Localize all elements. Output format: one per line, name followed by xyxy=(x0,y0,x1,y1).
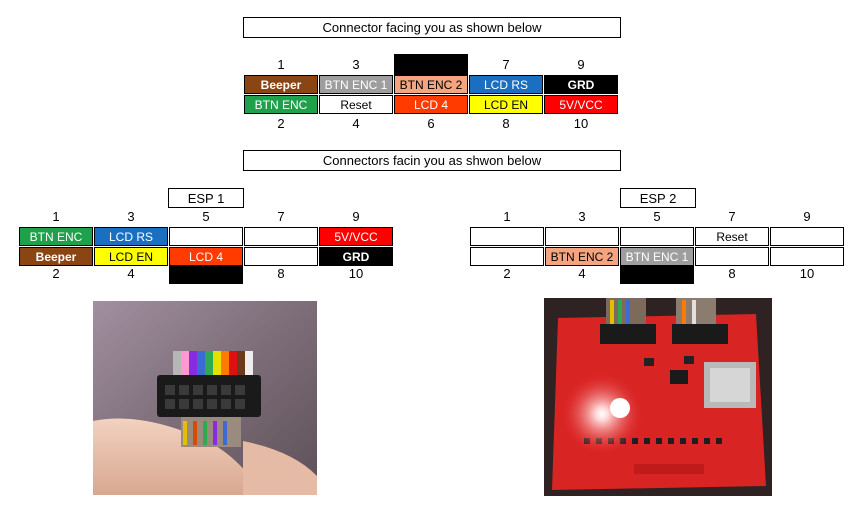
connector-housing xyxy=(157,375,261,417)
top-pin-cell: BTN ENC 2 xyxy=(394,75,468,94)
bottom-title: Connectors facin you as shwon below xyxy=(243,150,621,171)
esp1-pin-cell xyxy=(244,227,318,246)
top-pin-number-even: 6 xyxy=(427,116,435,131)
esp1-key-notch xyxy=(169,266,243,284)
top-pin-cell: Reset xyxy=(319,95,393,114)
esp1-pin-number-odd: 1 xyxy=(52,209,60,224)
esp1-pin-cell: LCD RS xyxy=(94,227,168,246)
top-title: Connector facing you as shown below xyxy=(243,17,621,38)
bottom-title-text: Connectors facin you as shwon below xyxy=(322,153,542,168)
exp1-header xyxy=(600,324,656,344)
esp1-pin-number-even: 10 xyxy=(348,266,364,281)
top-pin-cell: 5V/VCC xyxy=(544,95,618,114)
top-pin-number-even: 8 xyxy=(502,116,510,131)
top-pin-number-even: 4 xyxy=(352,116,360,131)
esp1-pin-cell xyxy=(244,247,318,266)
esp2-pin-number-even: 10 xyxy=(799,266,815,281)
esp2-pin-cell: Reset xyxy=(695,227,769,246)
top-pin-number-even: 2 xyxy=(277,116,285,131)
esp1-pin-cell: Beeper xyxy=(19,247,93,266)
esp2-pin-cell xyxy=(695,247,769,266)
esp1-pin-number-even: 2 xyxy=(52,266,60,281)
exp2-header xyxy=(672,324,728,344)
esp2-pin-cell xyxy=(620,227,694,246)
esp1-pin-number-even: 8 xyxy=(277,266,285,281)
esp2-label-box: ESP 2 xyxy=(620,188,696,208)
ribbon-wires xyxy=(173,351,253,381)
top-pin-number-odd: 7 xyxy=(502,57,510,72)
top-key-notch xyxy=(394,54,468,75)
ribbon-connector-illustration xyxy=(93,301,317,495)
esp1-label: ESP 1 xyxy=(187,190,225,206)
esp1-pin-cell: 5V/VCC xyxy=(319,227,393,246)
esp1-pin-cell: LCD EN xyxy=(94,247,168,266)
esp2-pin-number-odd: 7 xyxy=(728,209,736,224)
top-pin-number-odd: 9 xyxy=(577,57,585,72)
esp2-pin-cell xyxy=(470,227,544,246)
esp2-pin-cell xyxy=(470,247,544,266)
esp2-pin-number-even: 4 xyxy=(578,266,586,281)
esp2-pin-cell xyxy=(770,227,844,246)
esp2-pin-cell: BTN ENC 1 xyxy=(620,247,694,266)
top-pin-cell: LCD RS xyxy=(469,75,543,94)
esp1-pin-number-even: 4 xyxy=(127,266,135,281)
esp1-pin-number-odd: 3 xyxy=(127,209,135,224)
top-pin-cell: BTN ENC xyxy=(244,95,318,114)
controller-board-photo xyxy=(544,298,772,496)
top-pin-cell: GRD xyxy=(544,75,618,94)
top-pin-number-odd: 1 xyxy=(277,57,285,72)
top-pin-number-even: 10 xyxy=(573,116,589,131)
top-pin-cell: LCD 4 xyxy=(394,95,468,114)
esp1-pin-cell: GRD xyxy=(319,247,393,266)
esp1-pin-number-odd: 5 xyxy=(202,209,210,224)
esp2-pin-number-odd: 1 xyxy=(503,209,511,224)
top-pin-cell: Beeper xyxy=(244,75,318,94)
top-title-text: Connector facing you as shown below xyxy=(322,20,542,35)
top-pin-cell: LCD EN xyxy=(469,95,543,114)
esp1-pin-cell: LCD 4 xyxy=(169,247,243,266)
esp1-label-box: ESP 1 xyxy=(168,188,244,208)
esp2-pin-cell: BTN ENC 2 xyxy=(545,247,619,266)
esp2-key-notch xyxy=(620,266,694,284)
top-pin-cell: BTN ENC 1 xyxy=(319,75,393,94)
esp1-pin-cell xyxy=(169,227,243,246)
esp2-pin-cell xyxy=(545,227,619,246)
controller-board-illustration xyxy=(544,298,772,496)
esp1-pin-number-odd: 9 xyxy=(352,209,360,224)
esp2-pin-number-even: 2 xyxy=(503,266,511,281)
esp2-pin-number-odd: 9 xyxy=(803,209,811,224)
esp2-pin-number-odd: 5 xyxy=(653,209,661,224)
esp2-pin-cell xyxy=(770,247,844,266)
esp2-label: ESP 2 xyxy=(639,190,677,206)
esp1-pin-cell: BTN ENC xyxy=(19,227,93,246)
esp1-pin-number-odd: 7 xyxy=(277,209,285,224)
ribbon-connector-photo xyxy=(93,301,317,495)
top-pin-number-odd: 3 xyxy=(352,57,360,72)
esp2-pin-number-even: 8 xyxy=(728,266,736,281)
esp2-pin-number-odd: 3 xyxy=(578,209,586,224)
